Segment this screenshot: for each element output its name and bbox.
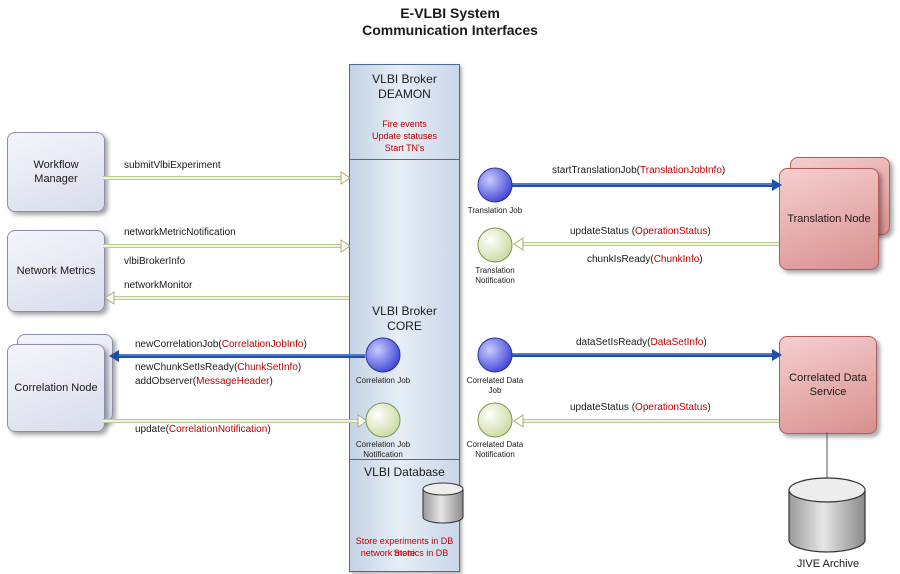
msg-close: ) (707, 402, 711, 413)
msg-name: startTranslationJob( (552, 165, 640, 176)
deamon-task-3: Start TN's (384, 143, 425, 153)
arrow-network-monitor (104, 291, 349, 305)
deamon-core-divider (349, 159, 460, 160)
network-metrics-box: Network Metrics (7, 230, 105, 312)
msg-param: TranslationJobInfo (640, 165, 722, 176)
translation-node-box: Translation Node (779, 168, 879, 270)
correlated-data-job-node (477, 337, 513, 373)
diagram-subtitle: Communication Interfaces (362, 22, 538, 38)
msg-close: ) (699, 254, 703, 265)
arrow-update-status-cds (513, 414, 779, 428)
msg-param: OperationStatus (635, 226, 708, 237)
cds-label-2: Service (809, 386, 847, 398)
msg-network-metric-notification: networkMetricNotification (124, 227, 236, 238)
translation-job-node (477, 167, 513, 203)
arrow-data-set-ready (512, 349, 782, 361)
deamon-title-2: DEAMON (378, 87, 431, 101)
translation-notification-caption-2: Notification (475, 276, 515, 285)
core-db-divider (349, 459, 460, 460)
arrow-start-translation (512, 179, 782, 191)
msg-param: ChunkSetInfo (237, 362, 298, 373)
diagram-title: E-VLBI System (400, 5, 500, 21)
arrow-network-metric-notification (103, 239, 351, 253)
cds-label-1: Correlated Data (789, 372, 867, 384)
msg-vlbi-broker-info: vlbiBrokerInfo (124, 256, 186, 267)
correlation-job-notification-caption-1: Correlation Job (355, 440, 411, 449)
msg-update-status-tn: updateStatus (OperationStatus) (570, 226, 711, 238)
core-title-1: VLBI Broker (372, 304, 437, 318)
msg-param: CorrelationJobInfo (221, 339, 304, 350)
msg-param: MessageHeader (196, 376, 270, 387)
msg-name: dataSetIsReady( (576, 337, 651, 348)
msg-close: ) (703, 337, 707, 348)
msg-close: ) (721, 165, 726, 176)
msg-network-monitor: networkMonitor (124, 280, 193, 291)
msg-update-status-cds: updateStatus (OperationStatus) (570, 402, 711, 414)
correlated-data-notification-caption-1: Correlated Data (466, 440, 524, 449)
deamon-task-2: Update statuses (371, 131, 438, 141)
msg-close: ) (269, 376, 273, 387)
workflow-manager-box: Workflow Manager (7, 132, 105, 212)
arrow-new-correlation-job (109, 350, 365, 362)
msg-name: addObserver( (135, 376, 197, 387)
msg-param: OperationStatus (635, 402, 708, 413)
correlated-data-job-caption-2: Job (488, 386, 502, 395)
msg-new-chunk-set: newChunkSetIsReady(ChunkSetInfo) (135, 362, 301, 374)
correlation-job-notification-caption-2: Notification (363, 450, 403, 459)
workflow-manager-label-2: Manager (34, 173, 78, 185)
msg-close: ) (303, 339, 307, 350)
jive-archive-cylinder-icon (788, 477, 866, 553)
arrow-update-status-tn (513, 237, 779, 251)
translation-notification-node (477, 227, 513, 263)
correlated-data-job-caption-1: Correlated Data (466, 376, 524, 385)
correlation-node-box: Correlation Node (7, 344, 105, 432)
msg-param: CorrelationNotification (168, 424, 268, 435)
database-cylinder-icon (422, 482, 464, 524)
msg-param: DataSetInfo (650, 337, 704, 348)
msg-name: update( (135, 424, 169, 435)
jive-archive-label: JIVE Archive (796, 558, 860, 570)
msg-data-set-ready: dataSetIsReady(DataSetInfo) (576, 337, 707, 349)
msg-submit: submitVlbiExperiment (124, 160, 221, 171)
msg-close: ) (267, 424, 271, 435)
msg-name: newChunkSetIsReady( (135, 362, 238, 373)
correlated-data-notification-caption-2: Notification (475, 450, 515, 459)
msg-update: update(CorrelationNotification) (135, 424, 271, 436)
msg-chunk-is-ready: chunkIsReady(ChunkInfo) (587, 254, 703, 266)
msg-new-correlation-job: newCorrelationJob(CorrelationJobInfo) (135, 339, 307, 351)
deamon-task-1: Fire events (382, 119, 427, 129)
db-task-1: Store experiments in DB Store (355, 536, 454, 558)
correlation-job-node (365, 337, 401, 373)
msg-name: updateStatus ( (570, 226, 636, 237)
correlation-node-label: Correlation Node (14, 382, 98, 394)
network-metrics-label: Network Metrics (16, 265, 96, 277)
workflow-manager-label-1: Workflow (33, 159, 79, 171)
db-task-2: network metrics in DB (360, 548, 449, 558)
msg-name: updateStatus ( (570, 402, 636, 413)
msg-start-translation: startTranslationJob(TranslationJobInfo) (552, 165, 725, 177)
db-title: VLBI Database (364, 465, 445, 479)
msg-param: ChunkInfo (653, 254, 700, 265)
msg-close: ) (297, 362, 302, 373)
translation-notification-caption-1: Translation (475, 266, 515, 275)
msg-name: newCorrelationJob( (135, 339, 222, 350)
core-title-2: CORE (387, 319, 422, 333)
translation-job-caption: Translation Job (467, 206, 523, 215)
arrow-update (103, 414, 368, 428)
correlation-job-notification-node (365, 402, 401, 438)
translation-node-label: Translation Node (787, 213, 871, 225)
correlated-data-notification-node (477, 402, 513, 438)
deamon-title-1: VLBI Broker (372, 72, 437, 86)
correlation-job-caption: Correlation Job (355, 376, 411, 385)
msg-name: chunkIsReady( (587, 254, 654, 265)
arrow-submit (103, 171, 351, 185)
correlated-data-service-box: Correlated Data Service (779, 336, 877, 434)
msg-add-observer: addObserver(MessageHeader) (135, 376, 273, 388)
msg-close: ) (707, 226, 711, 237)
